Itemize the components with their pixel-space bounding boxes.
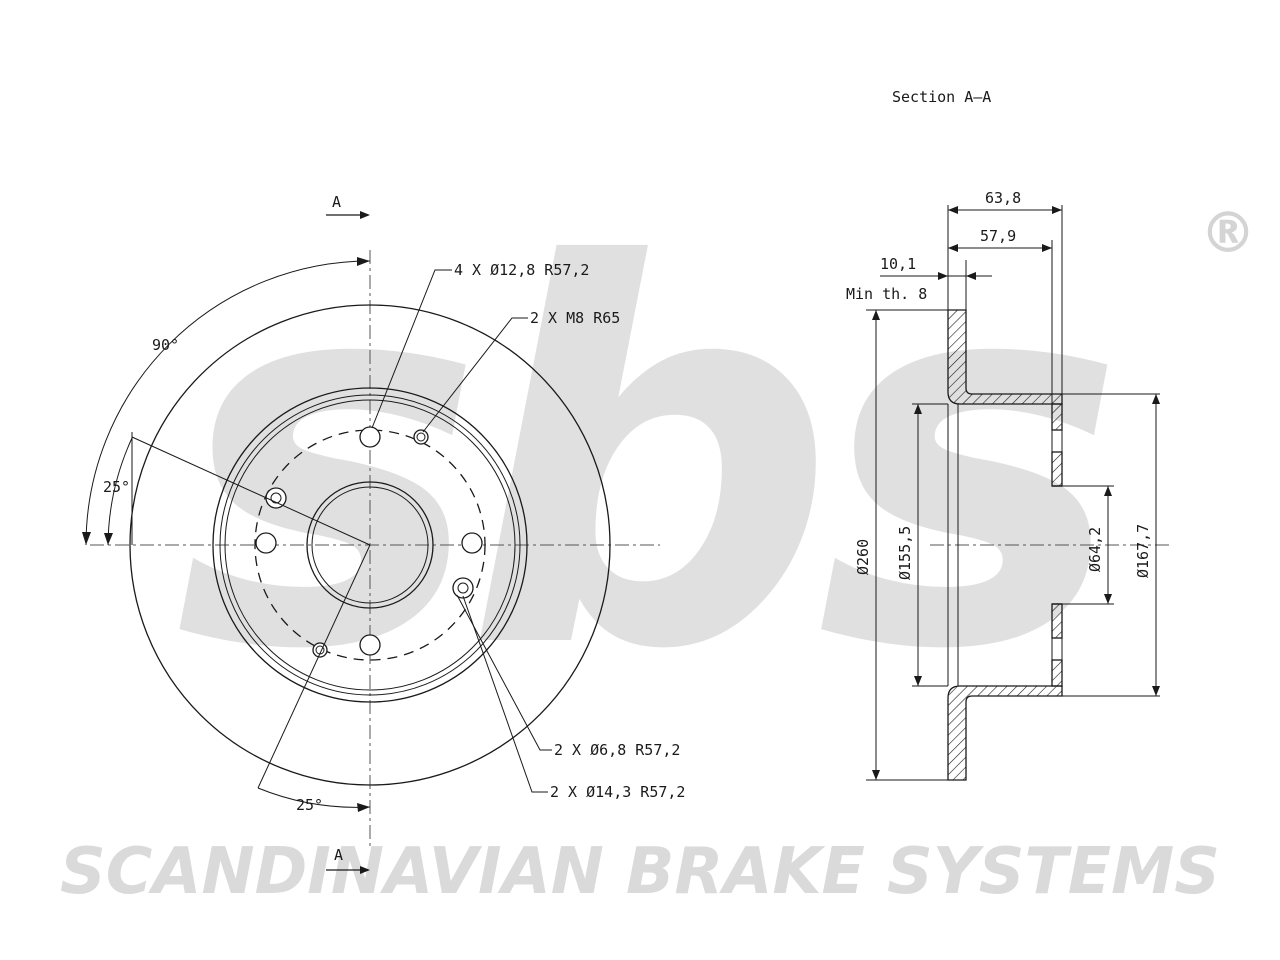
hat-outer-ring bbox=[212, 387, 528, 703]
sbs-logo: sbs bbox=[174, 157, 1108, 763]
dim-hat-height: 57,9 bbox=[980, 227, 1016, 245]
wheel-hole bbox=[255, 532, 277, 554]
counterbore-hole bbox=[452, 577, 474, 599]
section-view: Section A–A 63,8 57,9 bbox=[846, 88, 1170, 781]
dim-diameter-outer: Ø260 bbox=[854, 539, 872, 575]
callout-holes-6-8: 2 X Ø6,8 R57,2 bbox=[554, 741, 680, 759]
section-marker-top: A bbox=[332, 193, 341, 211]
wheel-hole bbox=[461, 532, 483, 554]
dim-thickness: 10,1 bbox=[880, 255, 916, 273]
angle-90-label: 90° bbox=[152, 336, 179, 354]
section-marker-bottom: A bbox=[334, 846, 343, 864]
dim-diameter-hat-inner: Ø155,5 bbox=[896, 526, 914, 580]
dim-diameter-center-bore: Ø64,2 bbox=[1086, 527, 1104, 572]
registered-mark: ® bbox=[1200, 201, 1256, 266]
angle-25-left-label: 25° bbox=[103, 478, 130, 496]
thread-hole bbox=[312, 642, 328, 658]
watermark: sbs ® SCANDINAVIAN BRAKE SYSTEMS bbox=[60, 157, 1256, 909]
wheel-hole bbox=[359, 426, 381, 448]
disc-outer-edge bbox=[129, 304, 611, 786]
dim-diameter-hat-outer: Ø167,7 bbox=[1134, 524, 1152, 578]
section-title: Section A–A bbox=[892, 88, 991, 106]
callout-holes-14-3: 2 X Ø14,3 R57,2 bbox=[550, 783, 685, 801]
center-bore bbox=[306, 481, 434, 609]
wheel-hole bbox=[359, 634, 381, 656]
front-view: 90° 25° 25° A A 4 X Ø12,8 R57,2 2 X M8 R… bbox=[82, 193, 685, 874]
thread-hole bbox=[413, 429, 429, 445]
dim-min-thickness: Min th. 8 bbox=[846, 285, 927, 303]
callout-4-holes: 4 X Ø12,8 R57,2 bbox=[454, 261, 589, 279]
dim-overall-height: 63,8 bbox=[985, 189, 1021, 207]
callout-thread: 2 X M8 R65 bbox=[530, 309, 620, 327]
angle-25-bottom-label: 25° bbox=[296, 796, 323, 814]
bolt-circle bbox=[254, 429, 486, 661]
tagline: SCANDINAVIAN BRAKE SYSTEMS bbox=[60, 835, 1220, 909]
